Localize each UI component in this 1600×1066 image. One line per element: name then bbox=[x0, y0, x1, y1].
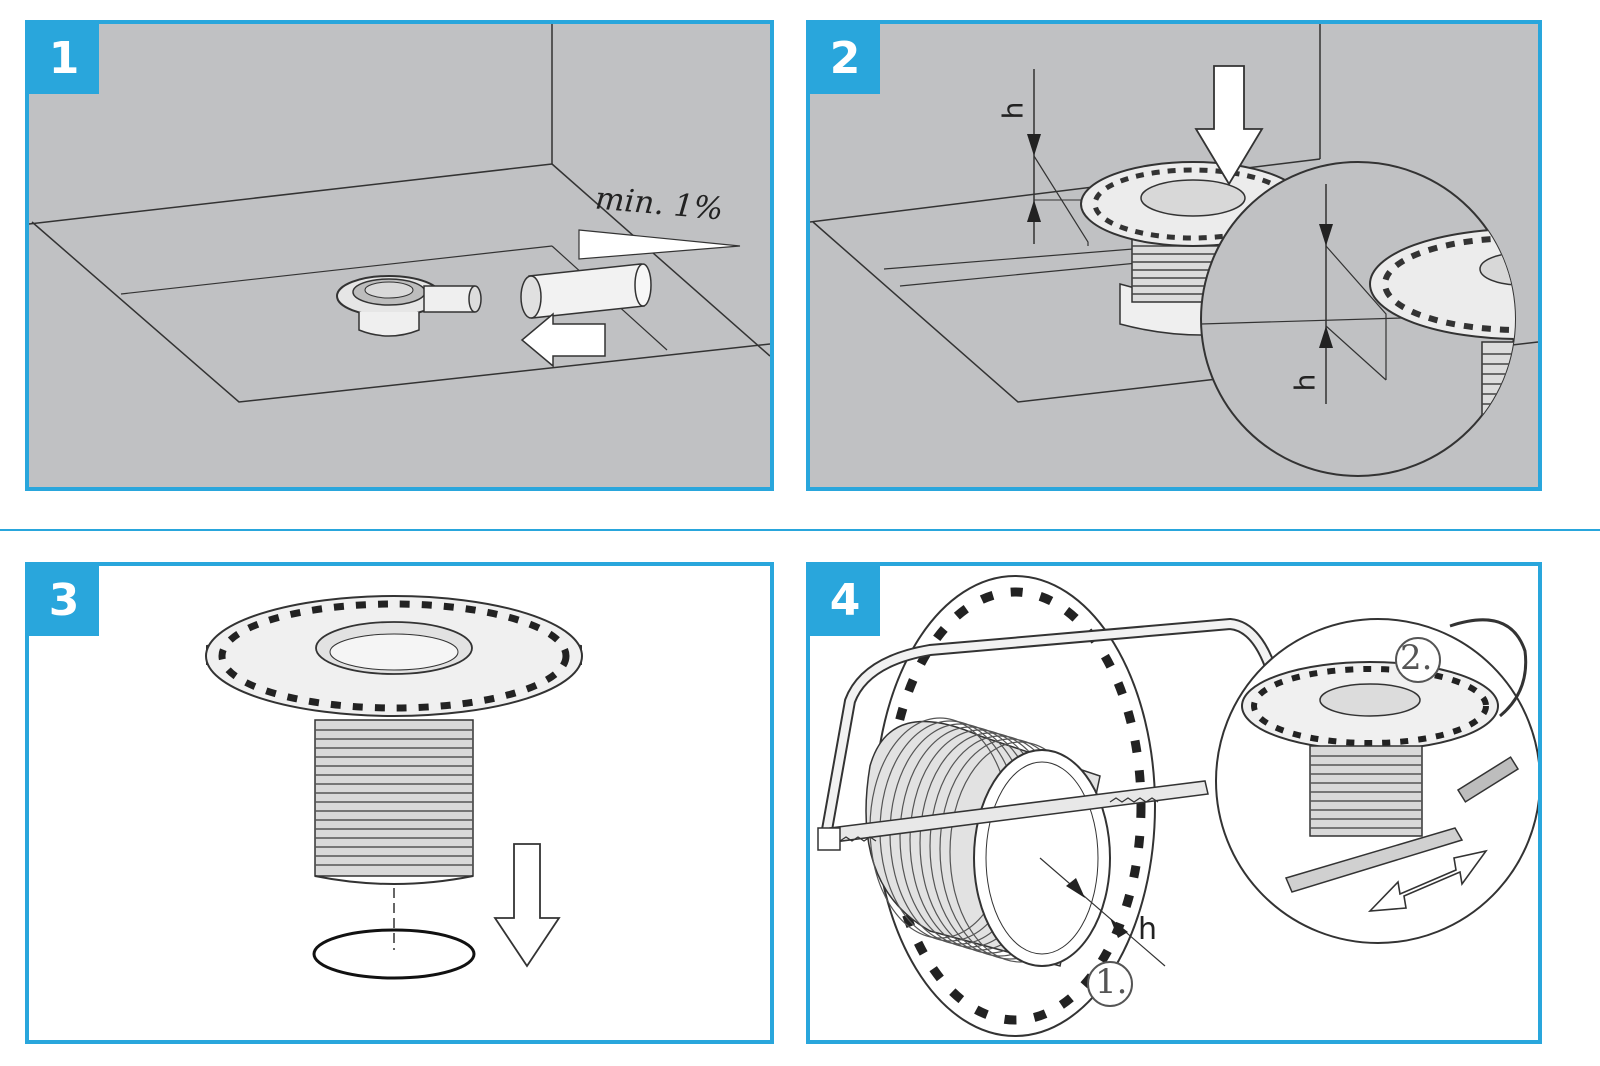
step1-label: 1. bbox=[1095, 962, 1128, 1002]
deburr-detail-magnifier bbox=[1215, 618, 1538, 944]
step-number-1: 1 bbox=[29, 24, 99, 94]
step2-label: 2. bbox=[1400, 638, 1433, 678]
step-number-3: 3 bbox=[29, 566, 99, 636]
height-label: h bbox=[1138, 912, 1158, 947]
step-1-illustration bbox=[29, 24, 770, 403]
step-4-illustration bbox=[817, 575, 1538, 1037]
step-number-4: 4 bbox=[810, 566, 880, 636]
o-ring bbox=[312, 928, 476, 980]
step-2-panel: 2 bbox=[806, 20, 1542, 491]
step1-circle bbox=[1087, 961, 1133, 1007]
step-2-illustration bbox=[810, 24, 1538, 477]
step-4-panel: 4 bbox=[806, 562, 1542, 1044]
flange-extension-part bbox=[205, 595, 583, 885]
double-arrow-icon bbox=[1367, 849, 1488, 912]
arrow-down-icon bbox=[493, 843, 561, 968]
slope-wedge-icon bbox=[578, 229, 741, 260]
step-1-panel: 1 min. 1% bbox=[25, 20, 774, 491]
step2-circle bbox=[1395, 637, 1441, 683]
height-label-detail: h bbox=[1288, 373, 1322, 392]
step-number-2: 2 bbox=[810, 24, 880, 94]
arrow-down-icon bbox=[1194, 65, 1264, 186]
step-3-illustration bbox=[205, 595, 583, 980]
detail-magnifier bbox=[1200, 161, 1516, 477]
height-label-top: h bbox=[996, 101, 1030, 120]
arrow-left-icon bbox=[520, 312, 606, 368]
drain-body bbox=[336, 275, 482, 337]
step-3-panel: 3 bbox=[25, 562, 774, 1044]
pipe bbox=[520, 263, 652, 319]
section-divider bbox=[0, 529, 1600, 531]
